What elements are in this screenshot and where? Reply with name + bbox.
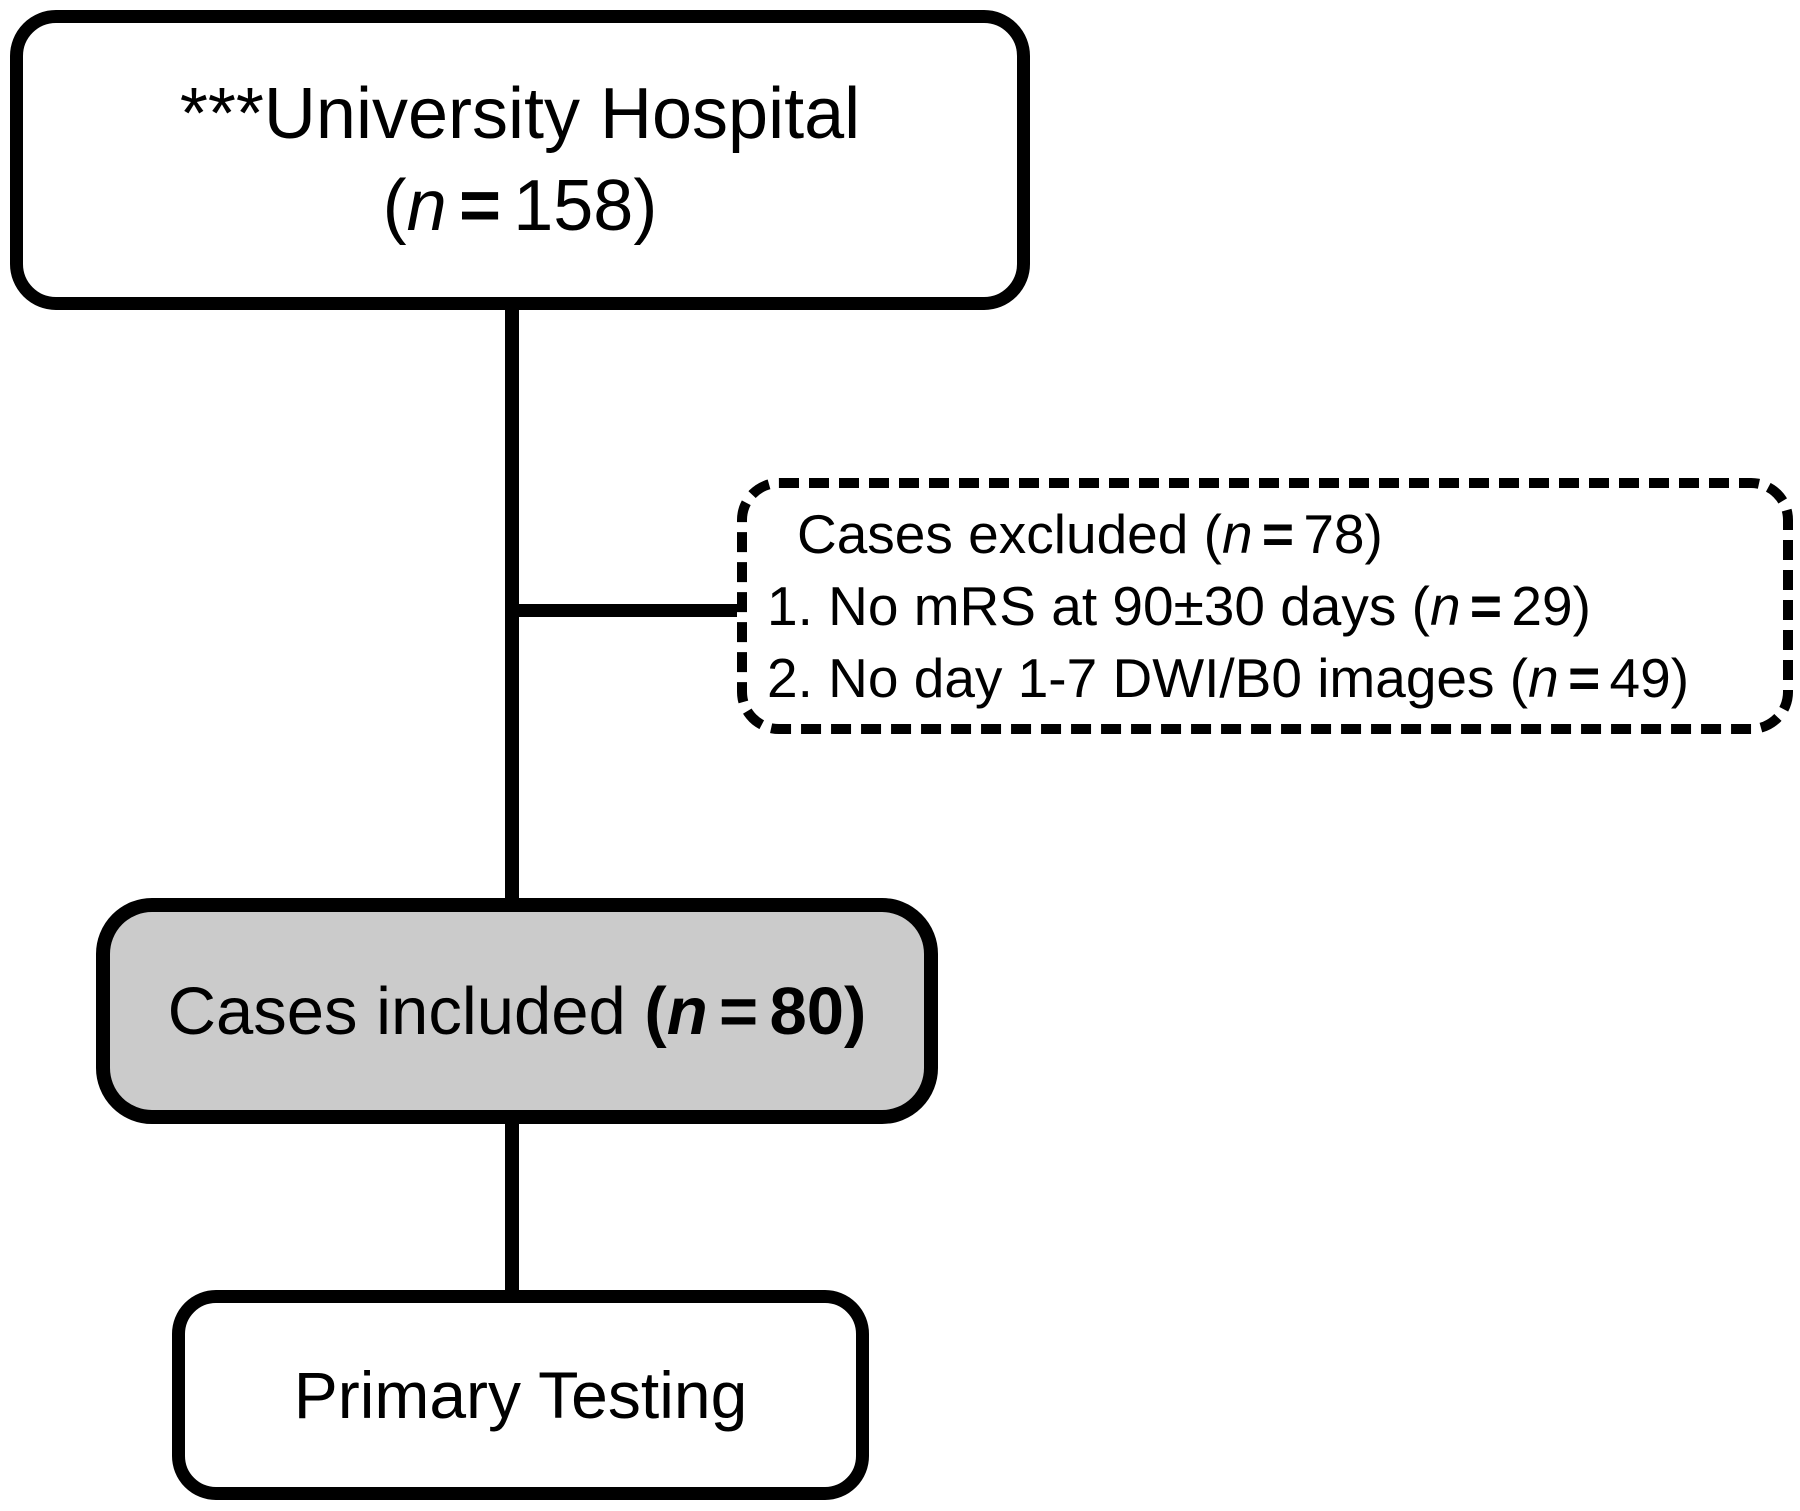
equals-sign: = bbox=[1469, 575, 1503, 637]
paren-open: ( bbox=[644, 973, 667, 1049]
included-label: Cases included (n=80) bbox=[168, 973, 867, 1050]
math-n: n bbox=[1528, 647, 1559, 709]
math-n: n bbox=[666, 973, 708, 1049]
connector-included-to-primary bbox=[505, 1113, 519, 1295]
math-n: n bbox=[1429, 575, 1461, 637]
connector-branch-to-excluded bbox=[512, 604, 748, 617]
math-n: n bbox=[1221, 503, 1253, 565]
enrollment-count: (n=158) bbox=[383, 160, 658, 252]
equals-sign: = bbox=[458, 166, 501, 246]
primary-testing-box: Primary Testing bbox=[172, 1290, 869, 1500]
excluded-box: Cases excluded (n=78) 1. No mRS at 90±30… bbox=[737, 478, 1793, 734]
included-label-text: Cases included bbox=[167, 973, 645, 1049]
excluded-item-2-text: 2. No day 1-7 DWI/B0 images ( bbox=[767, 647, 1529, 709]
count-value: 158) bbox=[513, 166, 658, 246]
count-value: 49) bbox=[1609, 647, 1690, 709]
excluded-title-text: Cases excluded ( bbox=[797, 503, 1222, 565]
excluded-item-1: 1. No mRS at 90±30 days (n=29) bbox=[767, 570, 1591, 642]
count-value: 80) bbox=[769, 973, 867, 1049]
included-count: (n=80) bbox=[644, 974, 866, 1049]
equals-sign: = bbox=[1568, 647, 1601, 709]
count-value: 78) bbox=[1303, 503, 1383, 565]
excluded-item-2: 2. No day 1-7 DWI/B0 images (n=49) bbox=[767, 642, 1689, 714]
math-n: n bbox=[406, 166, 447, 246]
enrollment-title: ***University Hospital bbox=[179, 74, 861, 154]
equals-sign: = bbox=[719, 973, 759, 1049]
enrollment-box: ***University Hospital (n=158) bbox=[10, 10, 1030, 310]
equals-sign: = bbox=[1261, 503, 1294, 565]
excluded-item-1-text: 1. No mRS at 90±30 days ( bbox=[767, 575, 1430, 637]
count-value: 29) bbox=[1511, 575, 1591, 637]
paren-open: ( bbox=[382, 166, 407, 246]
included-box: Cases included (n=80) bbox=[96, 898, 938, 1124]
excluded-title: Cases excluded (n=78) bbox=[767, 498, 1383, 570]
primary-testing-label: Primary Testing bbox=[293, 1358, 748, 1432]
